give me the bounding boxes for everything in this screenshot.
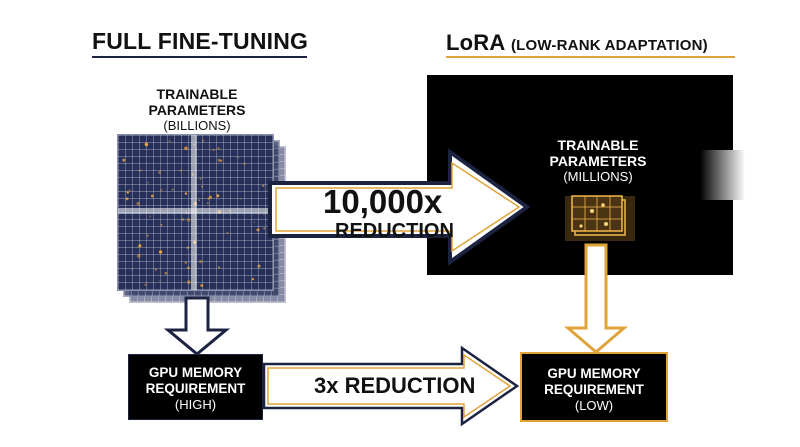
matrix-dot [262,184,265,187]
matrix-dot [187,266,190,270]
left-title-underline [92,56,307,58]
matrix-dot [154,268,157,271]
bottom-reduction-arrow [262,345,520,427]
matrix-dot [122,158,126,162]
gpu-right-line2: REQUIREMENT [544,382,644,397]
right-down-arrow [563,243,629,354]
matrix-dot [212,148,215,152]
lora-param-matrix [565,195,635,241]
lora-params-line1: TRAINABLE [557,137,639,153]
matrix-dot [186,246,189,249]
matrix-dot [164,271,168,275]
matrix-dot [253,221,255,223]
bottom-arrow-text: 3x REDUCTION [314,373,476,398]
matrix-dot [144,283,147,286]
matrix-dot [251,278,255,281]
matrix-dot [159,250,163,254]
full-params-sub: (BILLIONS) [163,118,231,133]
matrix-dot [184,261,187,264]
matrix-dot [137,254,141,258]
matrix-dot [199,177,202,180]
matrix-dot [207,197,210,200]
gpu-left-line1: GPU MEMORY [148,365,243,380]
top-reduction-arrow [268,148,531,266]
matrix-dot [243,162,246,165]
matrix-dot [168,140,171,142]
matrix-dot [158,171,162,174]
matrix-dot [217,147,220,150]
matrix-dot [184,146,188,151]
matrix-dot [208,195,212,199]
matrix-dot [146,234,149,237]
matrix-dot [130,268,133,270]
right-title-underline [446,56,735,58]
lora-title-main: LoRA [446,30,505,55]
matrix-dot [147,182,149,184]
matrix-dot [199,260,203,264]
matrix-dot [256,228,260,232]
matrix-dot [202,139,205,142]
matrix-dot [125,197,129,201]
matrix-dot [136,201,140,206]
matrix-layer-front [117,134,274,291]
matrix-dot [216,194,220,198]
matrix-dot [172,188,174,191]
matrix-dot [184,192,188,195]
matrix-dot [128,189,131,192]
matrix-dot [200,284,204,287]
gpu-memory-high-box: GPU MEMORY REQUIREMENT (HIGH) [128,354,263,420]
matrix-dot [187,280,191,284]
left-down-arrow [163,296,231,356]
matrix-dot [149,215,151,218]
matrix-dot [218,266,220,269]
matrix-dots [118,135,273,290]
lora-params-sub: (MILLIONS) [563,169,633,184]
gpu-left-line2: REQUIREMENT [145,381,246,396]
matrix-dot [138,244,142,247]
matrix-dot [144,142,149,147]
full-fine-tuning-title: FULL FINE-TUNING [92,28,309,54]
matrix-dot [179,169,182,172]
matrix-dot [201,185,203,188]
full-params-line1: TRAINABLE [156,86,238,102]
matrix-dot [217,158,221,162]
panel-fade [700,150,745,200]
lora-title: LoRA (LOW-RANK ADAPTATION) [446,30,708,56]
gpu-right-line1: GPU MEMORY [547,366,641,381]
gpu-right-sub: (LOW) [574,398,614,413]
matrix-dot [198,199,200,201]
lora-params-label: TRAINABLE PARAMETERS (MILLIONS) [528,137,668,185]
lora-title-sub: (LOW-RANK ADAPTATION) [510,37,708,54]
matrix-dot [237,156,240,159]
gpu-memory-low-box: GPU MEMORY REQUIREMENT (LOW) [520,352,668,422]
matrix-dot [226,232,229,234]
gpu-left-sub: (HIGH) [174,397,217,412]
lora-params-line2: PARAMETERS [549,153,647,169]
matrix-dot [257,264,261,268]
matrix-dot [186,218,191,222]
matrix-dot [181,218,185,221]
matrix-dot [144,141,146,144]
matrix-dot [139,169,142,172]
matrix-dot [126,191,129,194]
matrix-dot [159,279,161,282]
matrix-dot [150,194,154,198]
matrix-dot [239,198,242,200]
full-params-line2: PARAMETERS [148,102,246,118]
full-params-label: TRAINABLE PARAMETERS (BILLIONS) [112,86,282,134]
top-arrow-amount: 10,000x [323,183,443,220]
matrix-dot [160,188,163,191]
matrix-dot [263,227,266,230]
top-arrow-label: REDUCTION [335,220,454,242]
matrix-dot [207,202,209,204]
matrix-dot [160,224,163,226]
